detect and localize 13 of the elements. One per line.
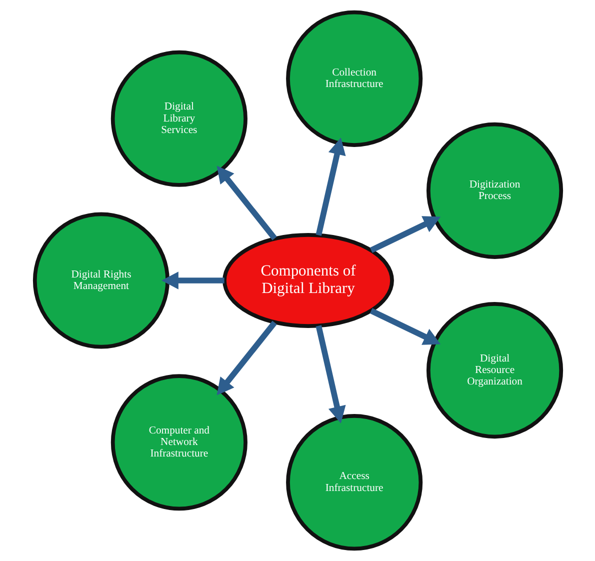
node-circle: Access Infrastructure: [286, 414, 422, 551]
node-ellipse: Components of Digital Library: [222, 233, 394, 328]
arrow: [315, 325, 346, 424]
arrow: [161, 272, 224, 290]
arrow: [315, 138, 346, 236]
node-circle: Collection Infrastructure: [286, 10, 422, 147]
arrow: [216, 320, 276, 396]
node-circle: Digital Rights Management: [32, 212, 169, 349]
node-circle: Digital Resource Organization: [426, 302, 563, 439]
arrow: [369, 216, 440, 253]
arrow: [369, 308, 440, 345]
arrow: [216, 166, 276, 240]
node-circle: Digitization Process: [426, 122, 563, 259]
